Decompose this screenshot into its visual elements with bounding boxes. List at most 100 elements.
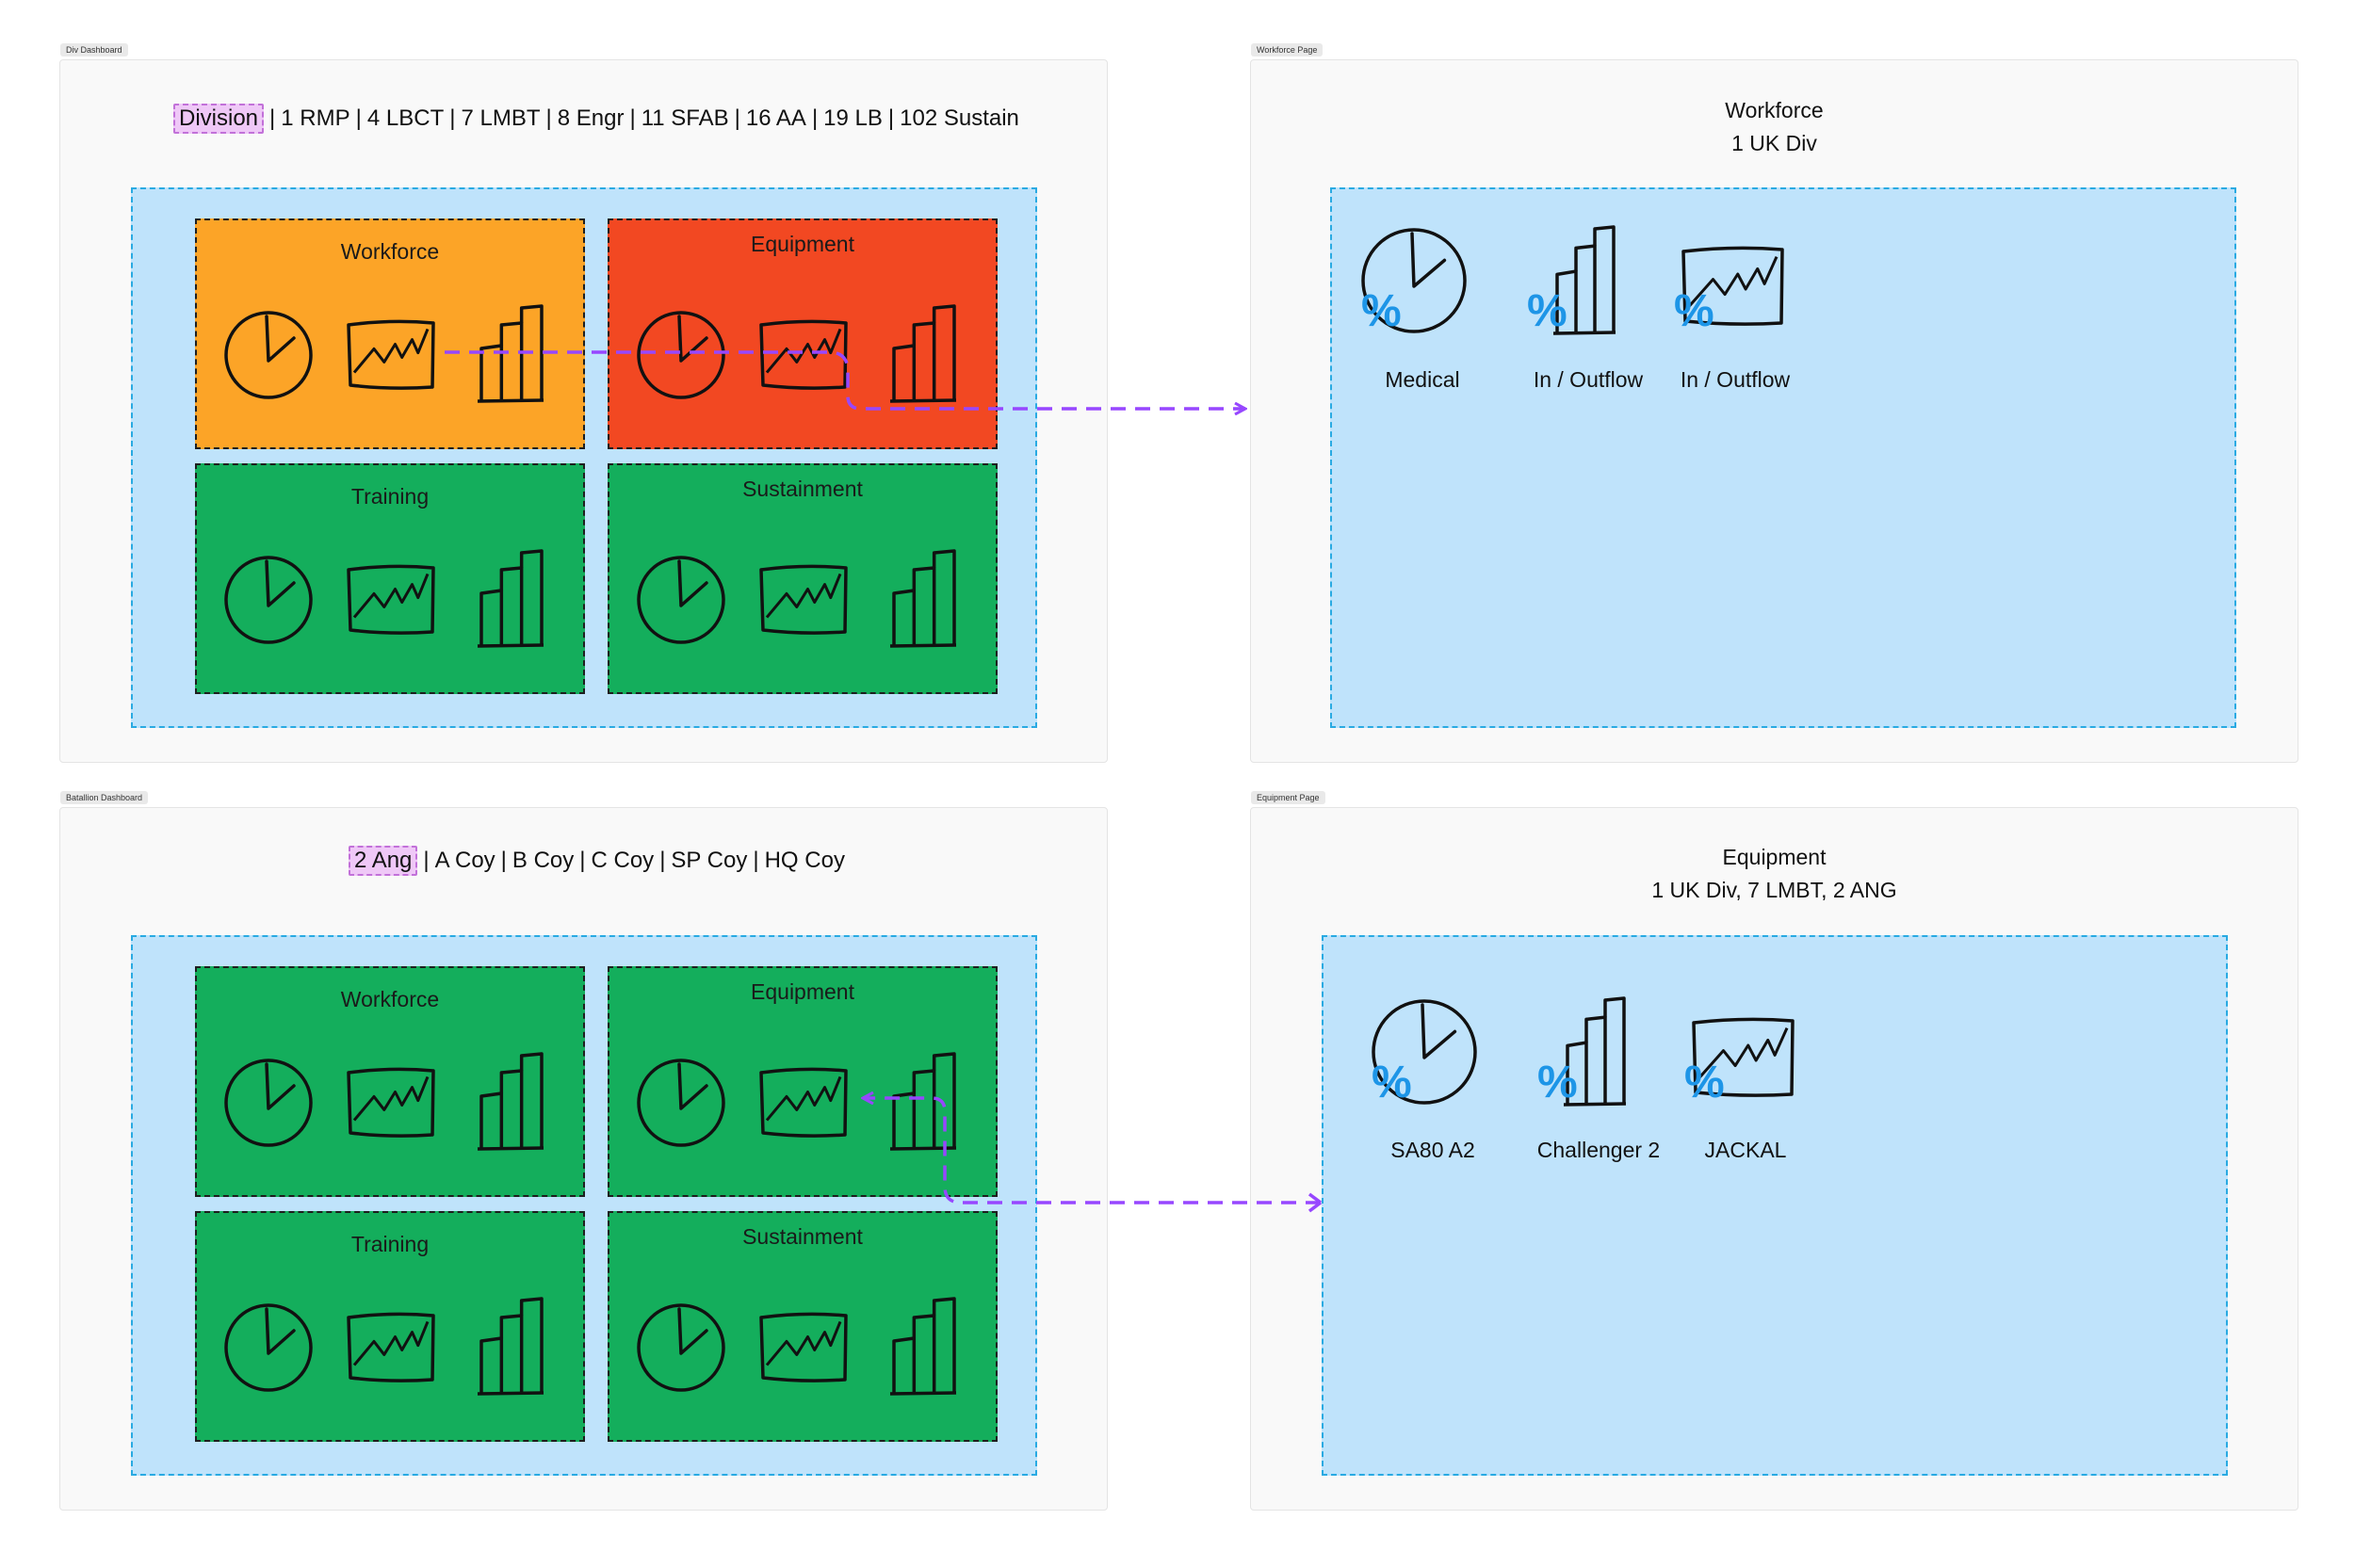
metric-sa80-a2[interactable]: % SA80 A2	[1353, 991, 1513, 1180]
page-title: Workforce	[1725, 98, 1824, 122]
dashboard-tile-equipment[interactable]: Equipment	[608, 966, 998, 1197]
nav-separator: |	[423, 848, 430, 873]
nav-separator: |	[734, 105, 740, 131]
pie-chart-icon	[1372, 999, 1477, 1105]
percent-symbol: %	[1684, 1058, 1725, 1107]
line-chart-icon	[759, 1312, 848, 1382]
bar-chart-icon	[1552, 225, 1616, 335]
nav-item-1-rmp[interactable]: 1 RMP	[281, 105, 350, 131]
tile-title: Sustainment	[742, 1224, 863, 1249]
tile-title: Equipment	[751, 979, 854, 1004]
bar-chart-icon	[477, 1297, 544, 1396]
nav-item-4-lbct[interactable]: 4 LBCT	[366, 105, 445, 131]
nav-separator: |	[449, 105, 456, 131]
metric-label: JACKAL	[1704, 1138, 1787, 1162]
nav-separator: |	[500, 848, 507, 873]
bar-chart-icon	[477, 549, 544, 648]
bar-chart-icon	[889, 549, 957, 648]
tile-title: Training	[350, 1232, 430, 1256]
pie-chart-icon	[637, 1303, 725, 1392]
tile-title: Workforce	[340, 987, 440, 1011]
nav-separator: |	[269, 105, 276, 131]
dashboard-tile-training[interactable]: Training	[195, 1211, 585, 1442]
dashboard-tile-sustainment[interactable]: Sustainment	[608, 1211, 998, 1442]
metric-jackal[interactable]: % JACKAL	[1665, 991, 1826, 1180]
line-chart-icon	[759, 564, 848, 635]
division-nav: Division | 1 RMP | 4 LBCT | 7 LMBT | 8 E…	[173, 104, 1019, 134]
pie-chart-icon	[224, 1059, 313, 1147]
frame-label-battalion-dashboard[interactable]: Batallion Dashboard	[60, 791, 149, 804]
line-chart-icon	[347, 1067, 435, 1138]
pie-chart-icon	[1361, 228, 1467, 333]
battalion-nav: 2 Ang | A Coy | B Coy | C Coy | SP Coy |…	[349, 846, 845, 876]
dashboard-tile-training[interactable]: Training	[195, 463, 585, 694]
bar-chart-icon	[889, 304, 957, 403]
nav-item-hq-coy[interactable]: HQ Coy	[764, 848, 845, 873]
nav-item-sp-coy[interactable]: SP Coy	[671, 848, 748, 873]
equipment-metrics-region	[1322, 935, 2228, 1476]
nav-separator: |	[629, 105, 636, 131]
percent-symbol: %	[1674, 286, 1714, 336]
bar-chart-icon	[889, 1297, 957, 1396]
nav-item-2-ang[interactable]: 2 Ang	[349, 846, 418, 876]
nav-item-c-coy[interactable]: C Coy	[591, 848, 655, 873]
pie-chart-icon	[637, 311, 725, 399]
tile-title: Workforce	[340, 239, 440, 264]
percent-symbol: %	[1372, 1058, 1412, 1107]
nav-item-division[interactable]: Division	[173, 104, 265, 134]
nav-separator: |	[887, 105, 895, 131]
pie-chart-icon	[637, 556, 725, 644]
dashboard-tile-equipment[interactable]: Equipment	[608, 218, 998, 449]
page-subtitle: 1 UK Div	[1731, 131, 1817, 155]
metric-label: In / Outflow	[1533, 367, 1644, 392]
metric-in-outflow[interactable]: % In / Outflow	[1508, 219, 1668, 410]
line-chart-icon	[347, 319, 435, 390]
nav-item-b-coy[interactable]: B Coy	[512, 848, 575, 873]
metric-medical[interactable]: % Medical	[1342, 219, 1502, 410]
nav-item-8-engr[interactable]: 8 Engr	[557, 105, 625, 131]
metric-label: SA80 A2	[1390, 1138, 1475, 1162]
frame-label-workforce-page[interactable]: Workforce Page	[1251, 43, 1324, 57]
line-chart-icon	[759, 319, 848, 390]
page-title: Equipment	[1722, 845, 1827, 869]
bar-chart-icon	[1563, 996, 1627, 1107]
metric-challenger-2[interactable]: % Challenger 2	[1519, 991, 1679, 1180]
pie-chart-icon	[224, 311, 313, 399]
dashboard-tile-sustainment[interactable]: Sustainment	[608, 463, 998, 694]
line-chart-icon	[1681, 246, 1784, 326]
percent-symbol: %	[1527, 286, 1567, 336]
tile-title: Equipment	[751, 232, 854, 256]
nav-item-11-sfab[interactable]: 11 SFAB	[641, 105, 729, 131]
metric-label: Medical	[1385, 367, 1460, 392]
percent-symbol: %	[1361, 286, 1402, 336]
metric-in-outflow[interactable]: % In / Outflow	[1655, 219, 1815, 410]
nav-separator: |	[753, 848, 759, 873]
bar-chart-icon	[477, 1052, 544, 1151]
nav-item-16-aa[interactable]: 16 AA	[745, 105, 806, 131]
nav-item-a-coy[interactable]: A Coy	[434, 848, 495, 873]
pie-chart-icon	[637, 1059, 725, 1147]
equipment-page-frame: Equipment 1 UK Div, 7 LMBT, 2 ANG	[1250, 807, 2298, 1511]
tile-title: Sustainment	[742, 477, 863, 501]
percent-symbol: %	[1537, 1058, 1578, 1107]
frame-label-div-dashboard[interactable]: Div Dashboard	[60, 43, 128, 57]
line-chart-icon	[759, 1067, 848, 1138]
tile-title: Training	[350, 484, 430, 509]
pie-chart-icon	[224, 1303, 313, 1392]
bar-chart-icon	[889, 1052, 957, 1151]
nav-separator: |	[811, 105, 819, 131]
metric-label: Challenger 2	[1536, 1138, 1661, 1162]
nav-item-102-sustain[interactable]: 102 Sustain	[900, 105, 1019, 131]
nav-item-19-lb[interactable]: 19 LB	[823, 105, 883, 131]
workforce-page-frame: Workforce 1 UK Div	[1250, 59, 2298, 763]
pie-chart-icon	[224, 556, 313, 644]
metric-label: In / Outflow	[1680, 367, 1791, 392]
dashboard-tile-workforce[interactable]: Workforce	[195, 218, 585, 449]
frame-label-equipment-page[interactable]: Equipment Page	[1251, 791, 1325, 804]
nav-separator: |	[545, 105, 552, 131]
line-chart-icon	[1692, 1017, 1795, 1097]
nav-item-7-lmbt[interactable]: 7 LMBT	[461, 105, 541, 131]
nav-separator: |	[355, 105, 362, 131]
nav-separator: |	[579, 848, 586, 873]
dashboard-tile-workforce[interactable]: Workforce	[195, 966, 585, 1197]
